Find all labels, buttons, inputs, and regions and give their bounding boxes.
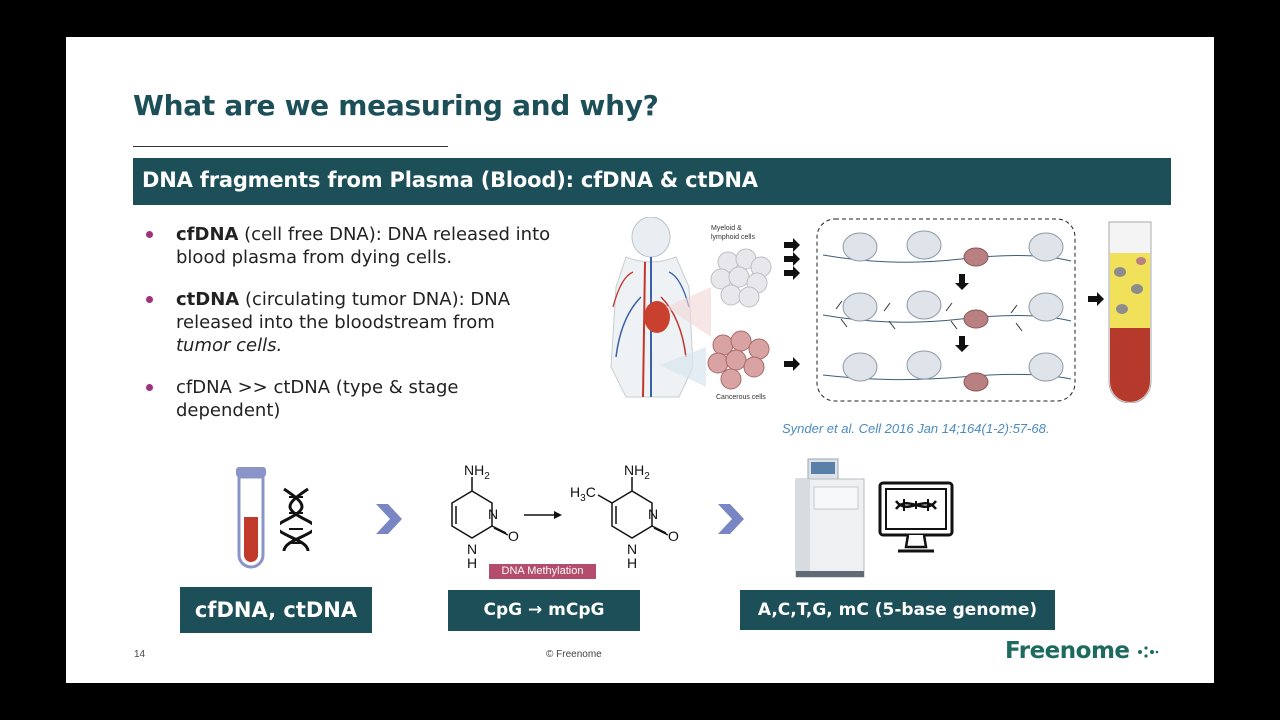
cancer-label: Cancerous cells: [716, 394, 766, 401]
label-five-base-genome: A,C,T,G, mC (5-base genome): [740, 590, 1055, 630]
bullet-cfdna: cfDNA (cell free DNA): DNA released into…: [146, 223, 566, 273]
bullet-text: (cell free DNA): DNA released into: [238, 224, 551, 245]
arrow-icons: [784, 238, 1104, 371]
svg-text:H: H: [467, 555, 477, 569]
svg-text:N: N: [648, 506, 658, 522]
bullet-text: (circulating tumor DNA): DNA: [239, 289, 511, 310]
monitor-dna-icon: [878, 481, 954, 553]
bullet-text: dependent): [176, 400, 281, 421]
svg-text:H3C: H3C: [570, 484, 596, 504]
chevron-right-icon: [718, 504, 744, 534]
test-tube-icon: [236, 467, 266, 569]
label-cfdna-ctdna: cfDNA, ctDNA: [180, 587, 372, 633]
cut-sites: [835, 300, 1023, 332]
svg-text:NH2: NH2: [624, 462, 650, 482]
citation-details: 2016 Jan 14;164(1-2):57-68.: [884, 421, 1050, 436]
logo-text: Freenome: [1005, 638, 1130, 664]
nucleosomes: [842, 230, 1064, 382]
svg-text:N: N: [627, 541, 637, 557]
tumor-fragments: [963, 247, 989, 392]
bullet-term: ctDNA: [176, 289, 240, 310]
svg-text:NH2: NH2: [464, 462, 490, 482]
chevron-right-icon: [376, 504, 402, 534]
bullet-dot: [146, 384, 153, 391]
bullet-term: cfDNA: [176, 224, 239, 245]
svg-text:N: N: [467, 541, 477, 557]
title-underline: [133, 146, 448, 147]
section-heading: DNA fragments from Plasma (Blood): cfDNA…: [133, 158, 1171, 205]
myeloid-label: lymphoid cells: [711, 234, 755, 241]
sequencer-icon: [795, 458, 865, 578]
bullet-text: tumor cells.: [176, 335, 283, 356]
bullet-text: blood plasma from dying cells.: [176, 247, 453, 268]
freenome-logo-dots: [1138, 645, 1159, 658]
bullet-ratio: cfDNA >> ctDNA (type & stage dependent): [146, 376, 566, 426]
healthy-cells-cluster: [710, 248, 772, 308]
dna-helix-icon: [280, 487, 312, 552]
freenome-logo: Freenome: [1005, 638, 1159, 664]
bullet-ctdna: ctDNA (circulating tumor DNA): DNA relea…: [146, 288, 566, 360]
human-body-illustration: [610, 217, 711, 398]
bullet-text: cfDNA >> ctDNA (type & stage: [176, 377, 459, 398]
svg-text:O: O: [668, 528, 679, 544]
cytosine-methylation-structures: NH2 N N H O NH2 N N H O H3C: [451, 462, 679, 569]
cancer-cells-cluster: [707, 330, 770, 390]
copyright: © Freenome: [546, 649, 602, 660]
label-cpg-mcpg: CpG → mCpG: [448, 590, 640, 631]
svg-text:N: N: [488, 506, 498, 522]
myeloid-label: Myeloid &: [711, 225, 742, 232]
slide-title: What are we measuring and why?: [133, 89, 659, 122]
plasma-tube-illustration: [1108, 221, 1152, 403]
bullet-text: released into the bloodstream from: [176, 312, 495, 333]
methylation-label: DNA Methylation: [489, 564, 596, 579]
bullet-dot: [146, 296, 153, 303]
slide: What are we measuring and why? DNA fragm…: [66, 37, 1214, 683]
citation-authors: Synder et al.: [782, 421, 855, 436]
svg-text:H: H: [627, 555, 637, 569]
citation-journal: Cell: [858, 421, 882, 436]
bullet-dot: [146, 231, 153, 238]
svg-text:O: O: [508, 528, 519, 544]
page-number: 14: [134, 649, 146, 660]
cfdna-release-figure: Myeloid & lymphoid cells Cancerous cells: [571, 217, 1165, 403]
citation: Synder et al. Cell 2016 Jan 14;164(1-2):…: [782, 421, 1049, 436]
